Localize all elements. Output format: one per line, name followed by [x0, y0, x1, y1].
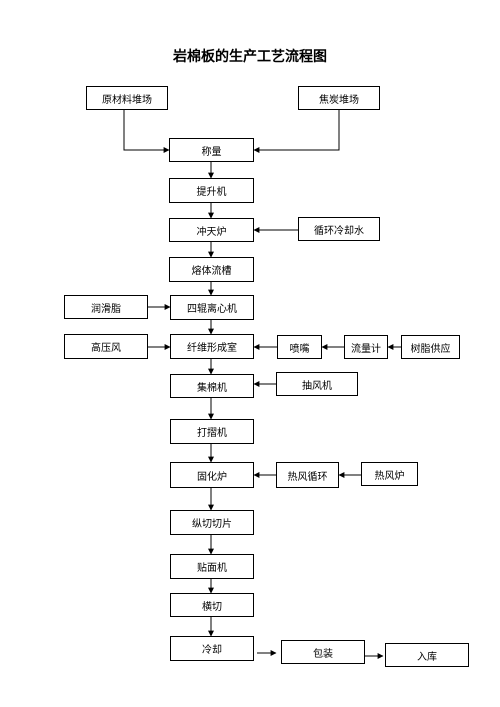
node-cotton-collector: 集棉机: [170, 374, 254, 398]
node-label: 冷却: [202, 645, 222, 656]
node-label: 原材料堆场: [102, 94, 152, 106]
node-label: 固化炉: [197, 471, 227, 483]
node-high-pressure-air: 高压风: [64, 334, 148, 359]
node-label: 打摺机: [197, 428, 227, 439]
node-nozzle: 喷嘴: [277, 335, 322, 359]
node-label: 热风炉: [374, 470, 405, 482]
node-cross-cutting: 横切: [170, 593, 254, 617]
node-label: 熔体流槽: [191, 266, 232, 277]
node-label: 树脂供应: [410, 343, 451, 355]
node-label: 提升机: [196, 187, 227, 198]
arrow-coke-to-weighing: [253, 110, 340, 153]
node-coke-yard: 焦炭堆场: [298, 86, 380, 110]
node-curing-oven: 固化炉: [170, 462, 254, 488]
node-pleating-machine: 打摺机: [170, 419, 254, 444]
node-label: 横切: [202, 601, 222, 613]
diagram-title: 岩棉板的生产工艺流程图: [173, 49, 327, 65]
node-label: 喷嘴: [289, 343, 310, 355]
node-label: 包装: [313, 648, 333, 660]
node-label: 润滑脂: [91, 303, 121, 315]
node-hoist: 提升机: [169, 178, 254, 203]
node-flow-meter: 流量计: [344, 335, 388, 359]
node-warehousing: 入库: [385, 643, 469, 667]
node-label: 纵切切片: [192, 519, 232, 530]
node-hot-air-furnace: 热风炉: [361, 462, 418, 486]
node-facing-machine: 贴面机: [170, 554, 254, 579]
node-weighing: 称量: [169, 138, 254, 162]
node-slitting: 纵切切片: [170, 510, 254, 535]
node-hot-air-circulation: 热风循环: [276, 462, 339, 488]
node-label: 流量计: [351, 343, 381, 355]
node-label: 四辊离心机: [187, 304, 237, 315]
node-label: 纤维形成室: [187, 343, 237, 354]
node-label: 冲天炉: [196, 226, 227, 238]
node-label: 称量: [201, 146, 222, 158]
node-label: 循环冷却水: [314, 225, 364, 237]
arrow-raw-to-weighing: [123, 110, 170, 153]
node-fiber-forming-chamber: 纤维形成室: [170, 334, 254, 359]
node-label: 热风循环: [287, 471, 328, 483]
node-four-roll-centrifuge: 四辊离心机: [170, 295, 254, 320]
node-cooling: 冷却: [170, 636, 254, 661]
node-packaging: 包装: [281, 640, 365, 664]
node-label: 集棉机: [197, 382, 227, 394]
node-label: 贴面机: [197, 563, 227, 574]
node-melt-channel: 熔体流槽: [169, 257, 254, 282]
node-label: 高压风: [91, 343, 121, 354]
node-lubricant: 润滑脂: [64, 295, 148, 319]
node-raw-material-yard: 原材料堆场: [86, 86, 168, 110]
node-cupola: 冲天炉: [169, 218, 254, 242]
node-cooling-water: 循环冷却水: [298, 217, 380, 241]
node-label: 抽风机: [302, 380, 332, 392]
node-label: 焦炭堆场: [319, 94, 359, 106]
node-resin-supply: 树脂供应: [401, 335, 460, 359]
node-exhaust-fan: 抽风机: [276, 372, 358, 396]
node-label: 入库: [417, 651, 437, 663]
